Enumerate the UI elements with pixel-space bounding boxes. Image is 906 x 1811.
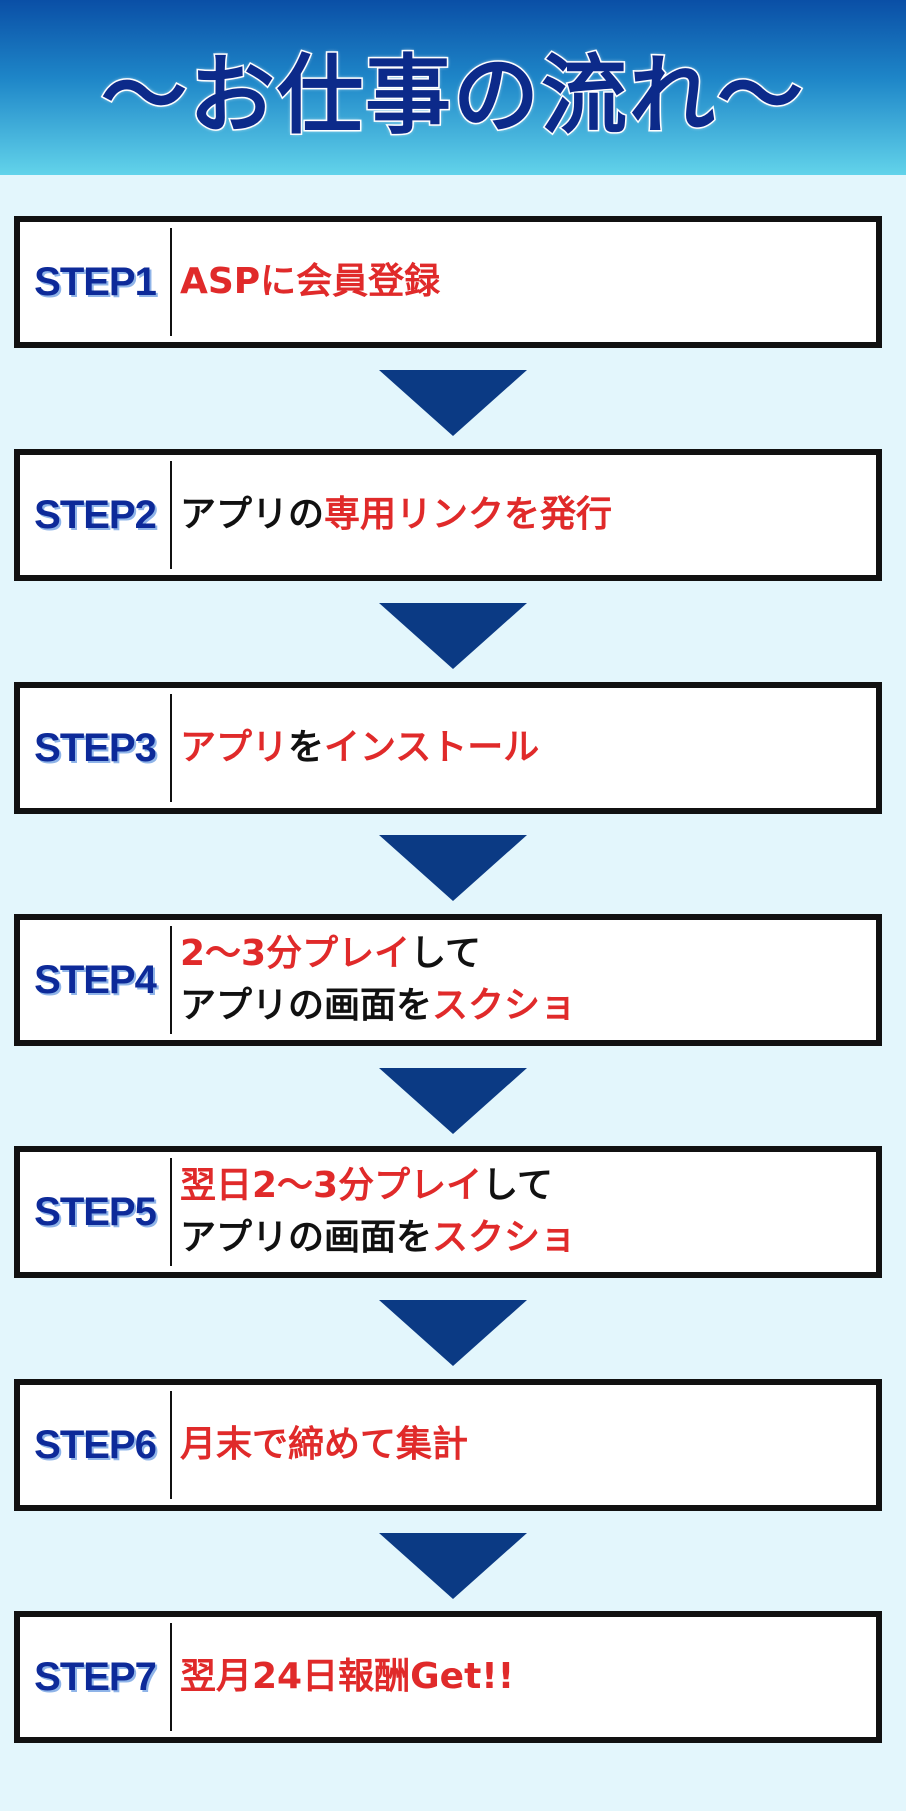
down-arrow-icon xyxy=(379,1300,527,1366)
step-text-3: アプリをインストール xyxy=(172,722,539,774)
down-arrow-icon xyxy=(379,1068,527,1134)
step-divider xyxy=(170,461,172,569)
step-label-1: STEP1 xyxy=(34,259,157,304)
step-text-segment: インストール xyxy=(324,727,540,768)
step-text-segment: スクショ xyxy=(432,985,577,1026)
step-text-line: ASPに会員登録 xyxy=(180,256,440,308)
step-text-line: 月末で締めて集計 xyxy=(180,1419,468,1471)
step-box-2: STEP2 アプリの専用リンクを発行 xyxy=(14,449,882,581)
step-label-6: STEP6 xyxy=(34,1422,157,1467)
step-divider xyxy=(170,1158,172,1266)
step-text-line: 翌日2〜3分プレイして xyxy=(180,1160,576,1212)
down-arrow-icon xyxy=(379,603,527,669)
step-text-segment: 専用リンクを発行 xyxy=(324,494,613,535)
step-text-segment: 月末で締めて集計 xyxy=(180,1424,469,1465)
step-box-6: STEP6 月末で締めて集計 xyxy=(14,1379,882,1511)
step-text-line: アプリの画面をスクショ xyxy=(180,980,576,1032)
step-box-7: STEP7 翌月24日報酬Get!! xyxy=(14,1611,882,1743)
step-text-4: 2〜3分プレイして アプリの画面をスクショ xyxy=(172,928,576,1032)
header-banner: 〜お仕事の流れ〜 xyxy=(0,0,906,175)
step-text-5: 翌日2〜3分プレイして アプリの画面をスクショ xyxy=(172,1160,576,1264)
down-arrow-icon xyxy=(379,370,527,436)
step-text-1: ASPに会員登録 xyxy=(172,256,440,308)
step-text-segment: スクショ xyxy=(432,1217,577,1258)
step-divider xyxy=(170,1391,172,1499)
step-text-segment: アプリの xyxy=(180,494,325,535)
step-text-segment: 翌月24日報酬Get!! xyxy=(180,1656,515,1697)
step-text-segment: して xyxy=(410,933,482,974)
step-text-segment: アプリ xyxy=(180,727,289,768)
step-text-segment: して xyxy=(482,1165,554,1206)
step-text-line: アプリの画面をスクショ xyxy=(180,1212,576,1264)
step-box-5: STEP5 翌日2〜3分プレイして アプリの画面をスクショ xyxy=(14,1146,882,1278)
step-label-5: STEP5 xyxy=(34,1189,157,1234)
step-text-line: 2〜3分プレイして xyxy=(180,928,576,980)
step-text-line: アプリをインストール xyxy=(180,722,539,774)
step-label-2: STEP2 xyxy=(34,492,157,537)
step-text-7: 翌月24日報酬Get!! xyxy=(172,1651,514,1703)
step-divider xyxy=(170,926,172,1034)
step-text-line: 翌月24日報酬Get!! xyxy=(180,1651,514,1703)
step-box-4: STEP4 2〜3分プレイして アプリの画面をスクショ xyxy=(14,914,882,1046)
step-divider xyxy=(170,1623,172,1731)
page-title: 〜お仕事の流れ〜 xyxy=(100,45,805,148)
step-text-segment: を xyxy=(288,727,325,768)
step-text-segment: ASPに会員登録 xyxy=(180,261,441,302)
step-label-7: STEP7 xyxy=(34,1654,157,1699)
down-arrow-icon xyxy=(379,835,527,901)
step-text-6: 月末で締めて集計 xyxy=(172,1419,468,1471)
step-label-3: STEP3 xyxy=(34,725,157,770)
step-text-line: アプリの専用リンクを発行 xyxy=(180,489,612,541)
step-text-2: アプリの専用リンクを発行 xyxy=(172,489,612,541)
step-box-1: STEP1 ASPに会員登録 xyxy=(14,216,882,348)
step-box-3: STEP3 アプリをインストール xyxy=(14,682,882,814)
step-divider xyxy=(170,228,172,336)
step-text-segment: アプリの画面を xyxy=(180,985,433,1026)
step-label-4: STEP4 xyxy=(34,957,157,1002)
down-arrow-icon xyxy=(379,1533,527,1599)
step-text-segment: 翌日2〜3分プレイ xyxy=(180,1165,483,1206)
step-text-segment: 2〜3分プレイ xyxy=(180,933,411,974)
step-divider xyxy=(170,694,172,802)
step-text-segment: アプリの画面を xyxy=(180,1217,433,1258)
